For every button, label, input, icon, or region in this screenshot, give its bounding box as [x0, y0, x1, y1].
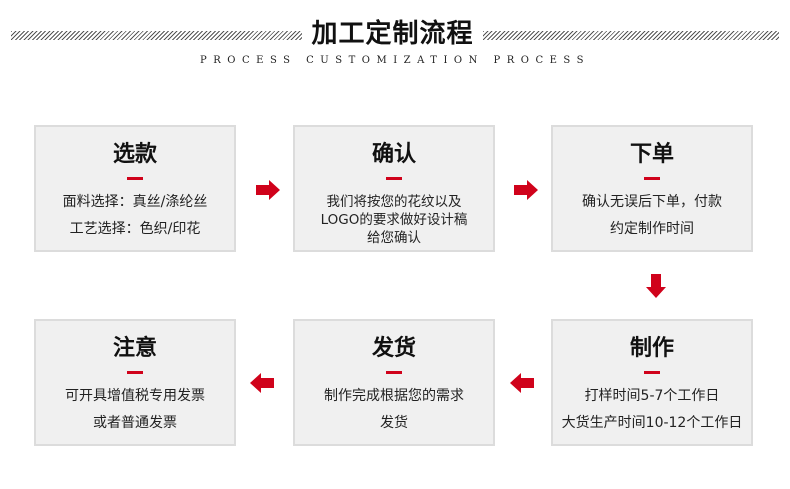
title-underline: [386, 371, 402, 374]
step-line: 确认无误后下单，付款: [582, 194, 722, 210]
step-line: LOGO的要求做好设计稿: [320, 212, 468, 228]
arrow-down-icon: [646, 274, 666, 298]
step-title: 选款: [112, 141, 157, 167]
step-confirm: 确认 我们将按您的花纹以及 LOGO的要求做好设计稿 给您确认: [293, 125, 495, 252]
step-order: 下单 确认无误后下单，付款 约定制作时间: [551, 125, 753, 252]
step-line: 我们将按您的花纹以及: [326, 194, 462, 210]
step-title: 制作: [629, 335, 674, 361]
step-description: 确认无误后下单，付款 约定制作时间: [557, 189, 747, 243]
step-title: 确认: [371, 141, 416, 167]
title-underline: [644, 177, 660, 180]
step-line: 发货: [380, 415, 408, 431]
arrow-left-icon: [510, 373, 534, 393]
header-hatch-right: [483, 31, 779, 40]
arrow-right-icon: [514, 180, 538, 200]
step-line: 给您确认: [367, 230, 421, 246]
step-description: 面料选择：真丝/涤纶丝 工艺选择：色织/印花: [40, 189, 230, 243]
title-underline: [644, 371, 660, 374]
step-line: 或者普通发票: [93, 415, 177, 431]
step-line: 打样时间5-7个工作日: [584, 388, 720, 404]
step-line: 大货生产时间10-12个工作日: [561, 415, 743, 431]
step-line: 工艺选择：色织/印花: [69, 221, 201, 237]
step-line: 面料选择：真丝/涤纶丝: [62, 194, 208, 210]
title-underline: [386, 177, 402, 180]
step-select-style: 选款 面料选择：真丝/涤纶丝 工艺选择：色织/印花: [34, 125, 236, 252]
step-description: 我们将按您的花纹以及 LOGO的要求做好设计稿 给您确认: [299, 193, 489, 247]
step-title: 注意: [112, 335, 157, 361]
step-title: 发货: [371, 335, 416, 361]
step-line: 制作完成根据您的需求: [324, 388, 464, 404]
arrow-left-icon: [250, 373, 274, 393]
step-note: 注意 可开具增值税专用发票 或者普通发票: [34, 319, 236, 446]
step-produce: 制作 打样时间5-7个工作日 大货生产时间10-12个工作日: [551, 319, 753, 446]
step-line: 约定制作时间: [610, 221, 694, 237]
step-title: 下单: [629, 141, 674, 167]
step-line: 可开具增值税专用发票: [65, 388, 205, 404]
page-subtitle: PROCESS CUSTOMIZATION PROCESS: [200, 55, 590, 66]
page-title: 加工定制流程: [311, 19, 474, 49]
step-description: 打样时间5-7个工作日 大货生产时间10-12个工作日: [557, 383, 747, 437]
step-description: 制作完成根据您的需求 发货: [299, 383, 489, 437]
step-description: 可开具增值税专用发票 或者普通发票: [40, 383, 230, 437]
arrow-right-icon: [256, 180, 280, 200]
title-underline: [127, 371, 143, 374]
title-underline: [127, 177, 143, 180]
header-hatch-left: [11, 31, 302, 40]
step-ship: 发货 制作完成根据您的需求 发货: [293, 319, 495, 446]
